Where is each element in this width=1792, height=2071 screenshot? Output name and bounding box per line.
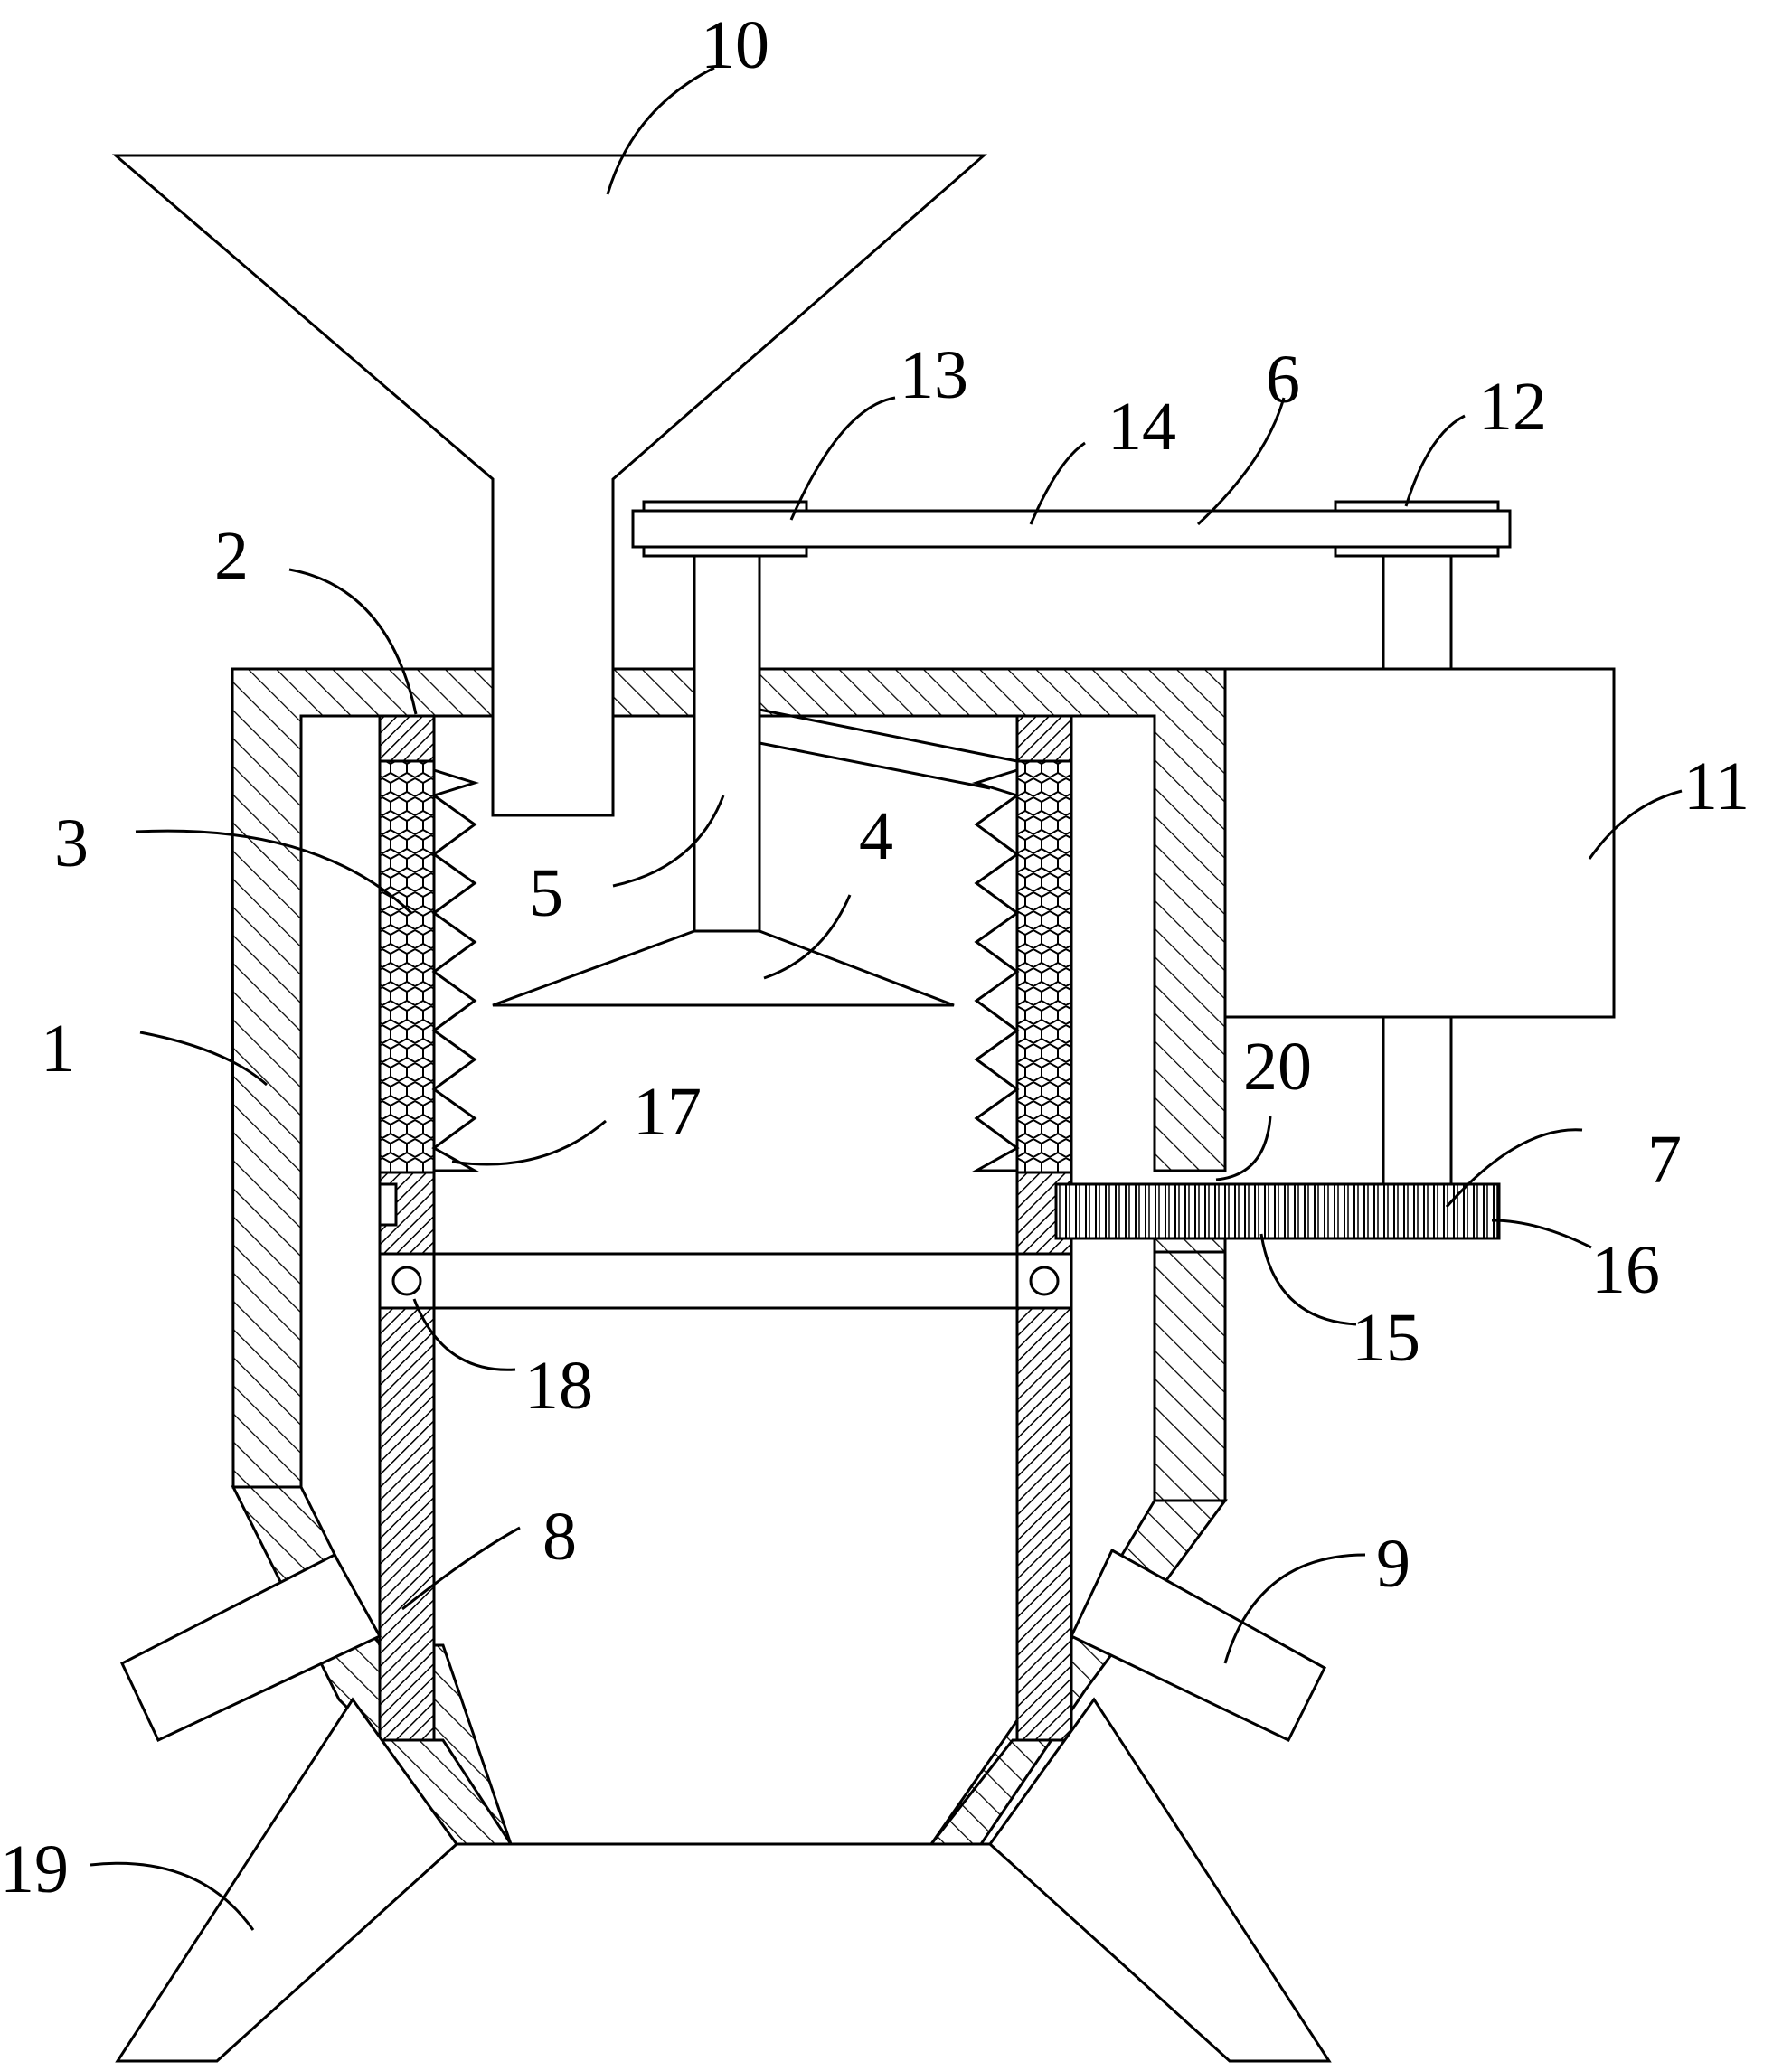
label-2: 2 <box>214 518 249 594</box>
gear-transmission <box>1054 1169 1501 1254</box>
reference-numerals: 10 2 3 1 4 5 13 14 6 12 11 20 7 16 15 17… <box>0 7 1750 1907</box>
label-19: 19 <box>0 1831 69 1907</box>
label-15: 15 <box>1352 1300 1420 1376</box>
cross-beam <box>434 1252 1017 1310</box>
label-7: 7 <box>1647 1122 1682 1198</box>
label-9: 9 <box>1376 1526 1410 1602</box>
label-14: 14 <box>1108 389 1176 465</box>
grinding-teeth-left <box>430 768 480 1172</box>
label-18: 18 <box>524 1348 593 1424</box>
belt-drive <box>631 500 1512 558</box>
label-12: 12 <box>1478 369 1547 445</box>
label-4: 4 <box>859 798 893 874</box>
label-13: 13 <box>900 337 968 413</box>
conical-spreader <box>492 929 955 1007</box>
feed-hopper <box>111 154 987 817</box>
label-8: 8 <box>542 1499 577 1575</box>
label-16: 16 <box>1591 1232 1660 1308</box>
label-20: 20 <box>1243 1029 1312 1105</box>
rotating-cylinder-left <box>378 714 436 1742</box>
label-17: 17 <box>633 1074 702 1150</box>
drive-shaft <box>693 551 1018 931</box>
label-11: 11 <box>1684 748 1750 824</box>
label-10: 10 <box>701 7 769 83</box>
label-6: 6 <box>1266 342 1300 418</box>
motor <box>1223 556 1616 1184</box>
label-1: 1 <box>41 1011 75 1087</box>
label-3: 3 <box>54 805 89 881</box>
bearing-right <box>1029 1266 1060 1296</box>
grinding-teeth-right <box>971 768 1021 1172</box>
left-sensor-block <box>378 1182 398 1227</box>
bearing-left <box>391 1266 422 1296</box>
support-legs <box>115 1697 1332 2063</box>
leader-lines <box>90 66 1683 1931</box>
label-5: 5 <box>529 855 563 931</box>
discharge-pipe-right <box>1070 1548 1326 1742</box>
discharge-pipe-left <box>120 1553 382 1742</box>
